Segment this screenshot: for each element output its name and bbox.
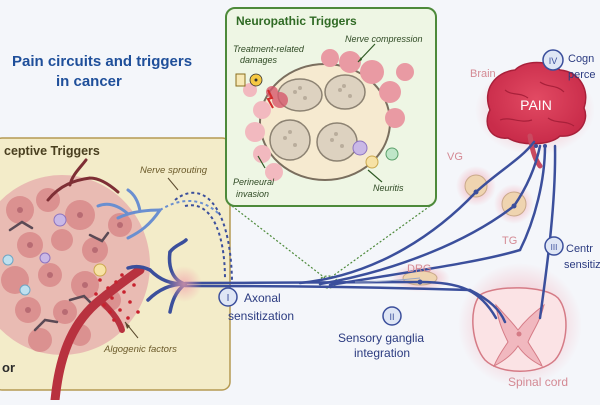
- algogenic-dots: [94, 273, 140, 322]
- step-1-numeral: I: [227, 293, 230, 304]
- brain-label: Brain: [470, 68, 496, 80]
- neuropathic-panel: Neuropathic Triggers: [225, 7, 437, 207]
- dashed-nerve: [174, 191, 233, 281]
- treatment-label-1: Treatment-related: [233, 44, 305, 54]
- title-line-2: in cancer: [56, 73, 122, 90]
- perineural-label-2: invasion: [236, 189, 269, 199]
- neuropathic-title: Neuropathic Triggers: [236, 14, 357, 28]
- treatment-label-2: damages: [240, 55, 278, 65]
- tumor-label: or: [2, 360, 15, 375]
- step-1: I Axonal sensitization: [218, 287, 294, 323]
- neuritis-cell: [352, 140, 368, 156]
- step-3: III Centr sensitiz: [544, 236, 600, 271]
- step-4-line2: perce: [568, 69, 596, 81]
- brain: PAIN: [475, 61, 595, 169]
- vg-ganglion: [464, 174, 488, 198]
- algogenic-label: Algogenic factors: [103, 344, 177, 355]
- compressing-tumor: [321, 49, 414, 128]
- zoom-line-right: [329, 205, 431, 279]
- step-2-numeral: II: [389, 312, 394, 322]
- title-line-1: Pain circuits and triggers: [12, 53, 192, 70]
- nerve-sprouting-label: Nerve sprouting: [140, 165, 208, 176]
- treatment-icon: [235, 73, 274, 109]
- step-4: IV Cogn perce: [542, 49, 596, 81]
- drg-label: DRG: [407, 263, 431, 275]
- step-1-line2: sensitization: [228, 309, 294, 323]
- step-2: II Sensory ganglia integration: [338, 306, 424, 360]
- step-2-line2: integration: [354, 346, 410, 360]
- step-1-line1: Axonal: [244, 291, 281, 305]
- nerve-pathways: [183, 140, 557, 324]
- fascicles: [269, 74, 366, 162]
- neuritis-label: Neuritis: [373, 183, 404, 193]
- step-4-numeral: IV: [549, 56, 558, 66]
- pain-label: PAIN: [520, 97, 552, 113]
- tg-label: TG: [502, 235, 517, 247]
- nerve-sprouts: [96, 188, 162, 240]
- step-3-numeral: III: [551, 243, 558, 252]
- blood-vessel: [50, 265, 145, 405]
- step-3-line1: Centr: [566, 243, 593, 255]
- immune-cells: [2, 213, 107, 296]
- spinal-cord: [458, 263, 582, 387]
- step-4-line1: Cogn: [568, 53, 594, 65]
- compression-label: Nerve compression: [345, 34, 423, 44]
- vg-label: VG: [447, 151, 463, 163]
- perineural-label-1: Perineural: [233, 177, 275, 187]
- nociceptive-title: ceptive Triggers: [4, 144, 100, 158]
- step-3-line2: sensitiz: [564, 259, 600, 271]
- perineural-cells: [243, 83, 283, 181]
- spinal-cord-label: Spinal cord: [508, 375, 568, 389]
- nociceptive-panel: ceptive Triggers Nerve sprouting Algogen…: [0, 137, 233, 405]
- fibroblasts: [8, 220, 110, 332]
- step-2-line1: Sensory ganglia: [338, 331, 424, 345]
